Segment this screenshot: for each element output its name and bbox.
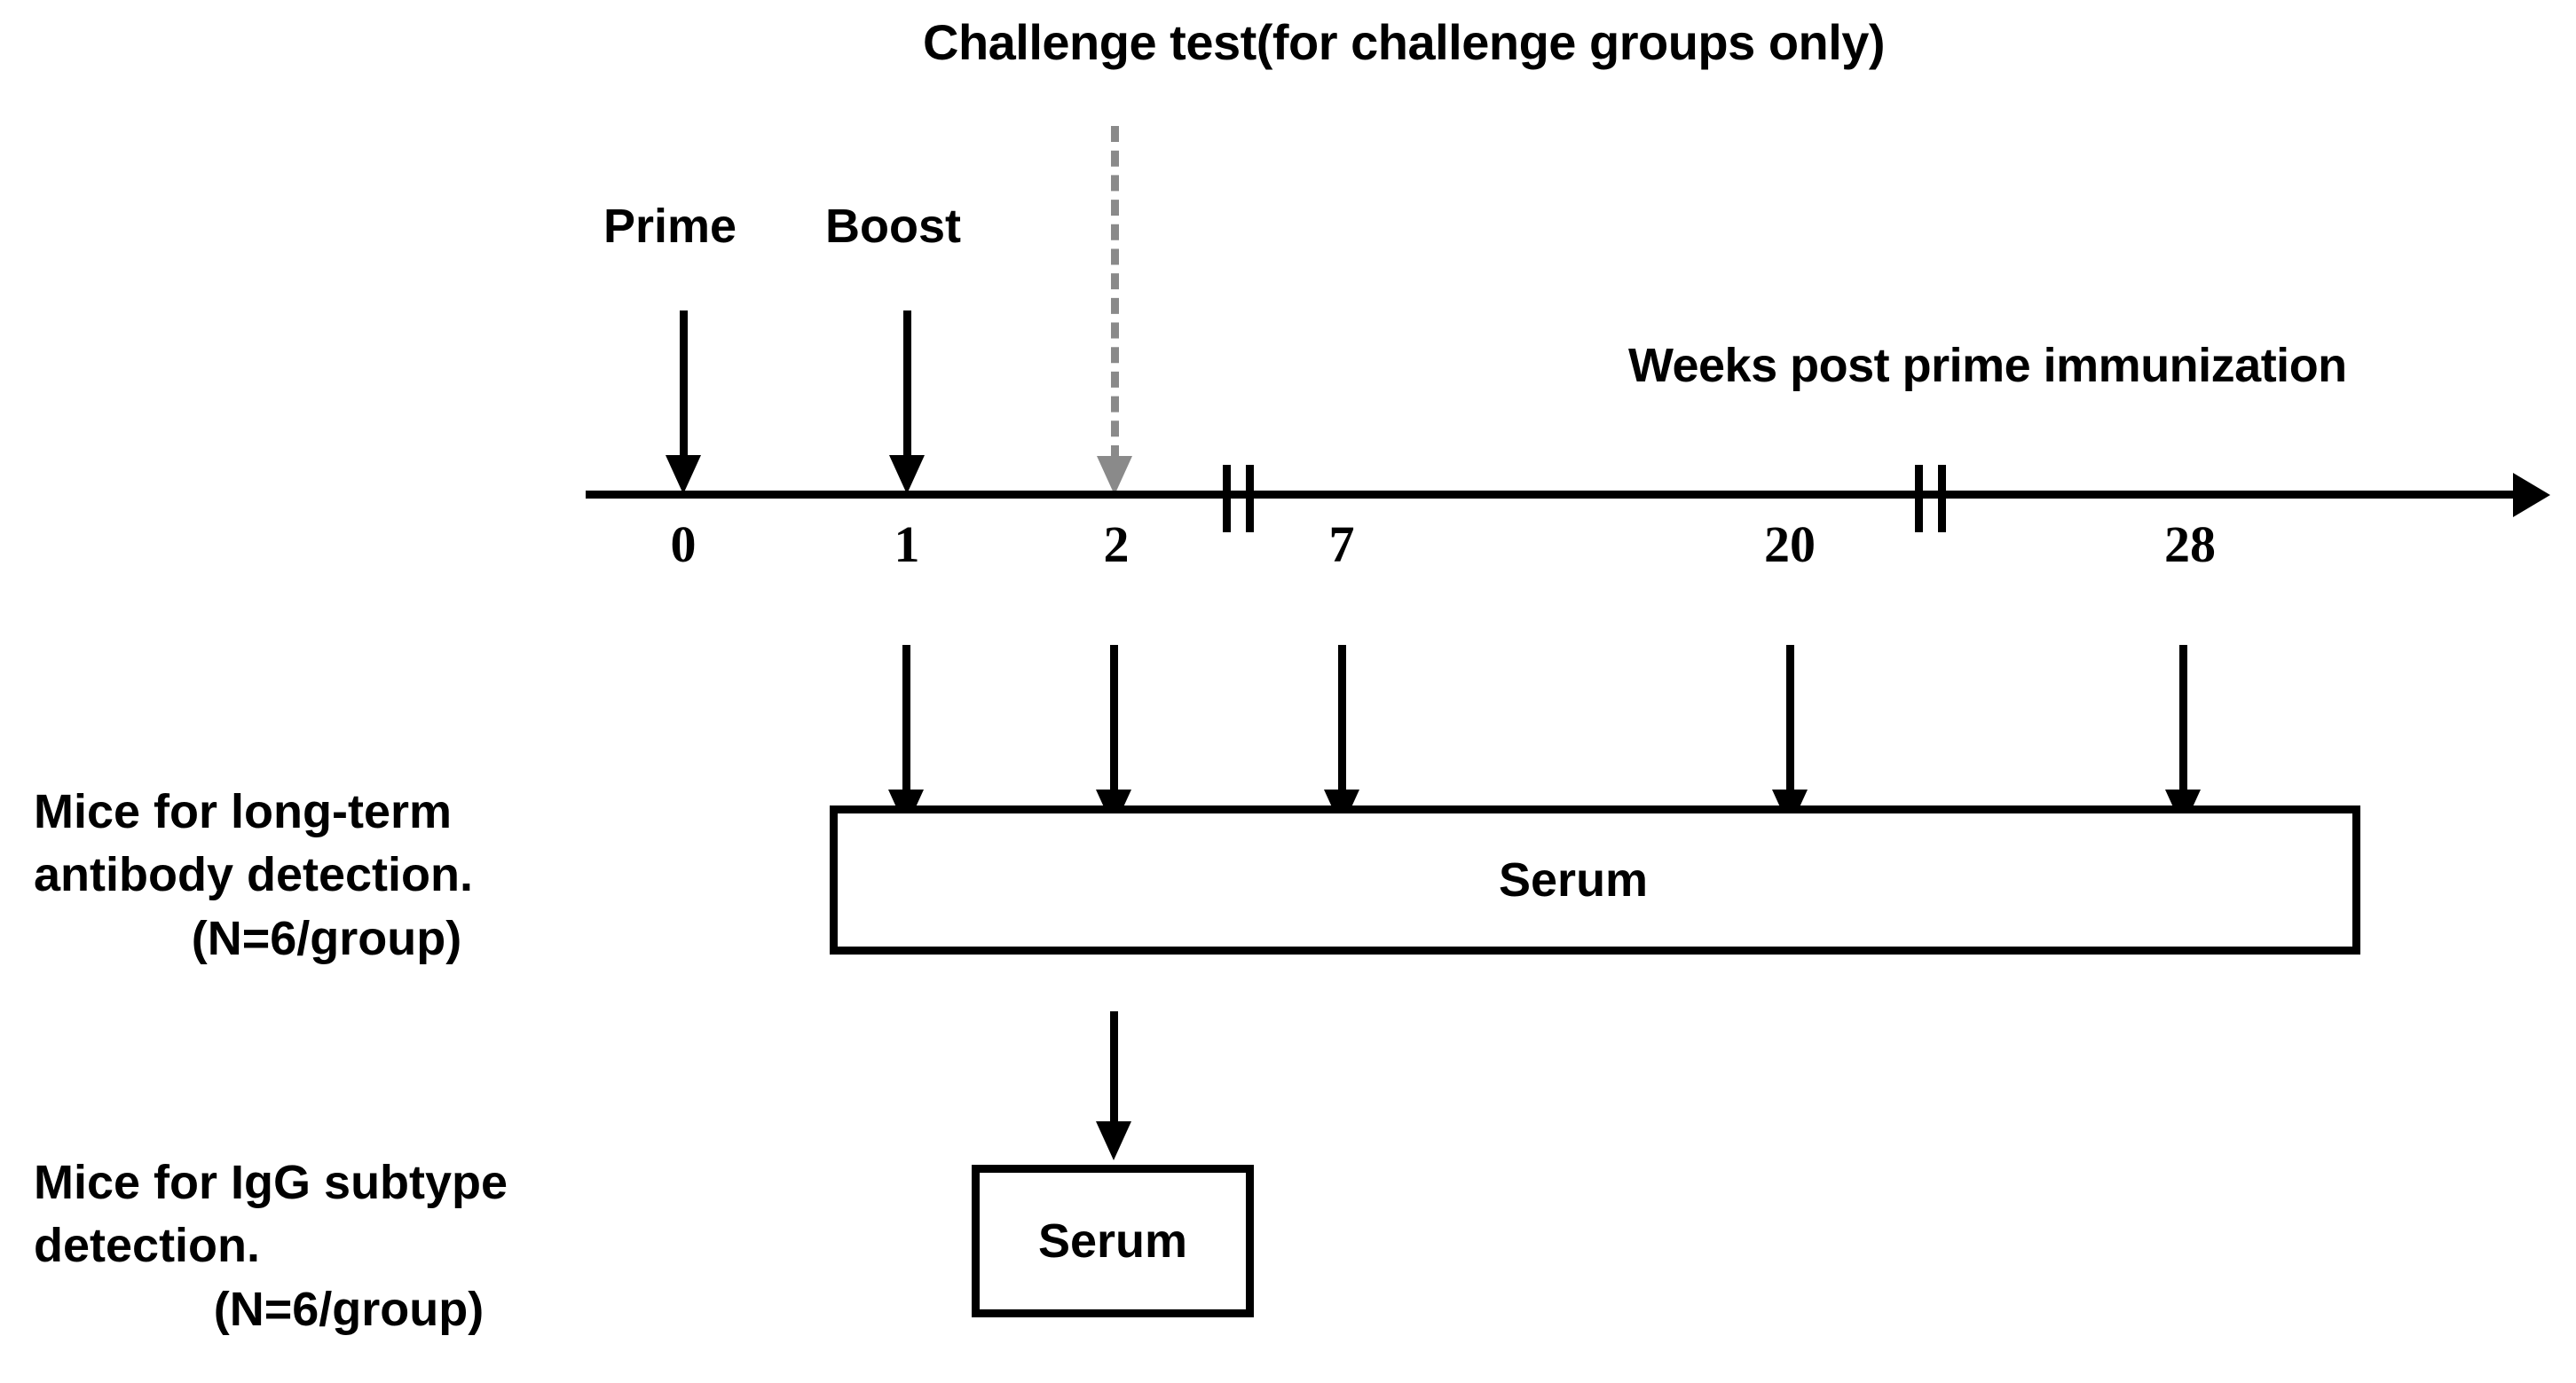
caption-line-2: antibody detection. bbox=[34, 848, 474, 902]
tick-week-7: 7 bbox=[1328, 515, 1355, 573]
axis-break-mark-2b bbox=[1938, 465, 1946, 532]
timeline-arrowhead bbox=[2513, 473, 2550, 517]
group-caption-long-term-antibody: Mice for long-term antibody detection. (… bbox=[34, 781, 619, 970]
timeline-axis bbox=[586, 491, 2525, 499]
tick-week-2: 2 bbox=[1103, 515, 1130, 573]
serum-box-label: Serum bbox=[1037, 1214, 1188, 1268]
tick-week-1: 1 bbox=[894, 515, 920, 573]
caption-line-3: (N=6/group) bbox=[213, 1282, 484, 1336]
caption-line-2: detection. bbox=[34, 1219, 261, 1273]
axis-break-mark-1b bbox=[1246, 465, 1254, 532]
axis-label: Weeks post prime immunization bbox=[1628, 339, 2347, 392]
serum-box-igg-subtype: Serum bbox=[972, 1165, 1254, 1317]
tick-week-20: 20 bbox=[1764, 515, 1816, 573]
prime-label: Prime bbox=[603, 200, 737, 253]
axis-break-mark-1a bbox=[1223, 465, 1231, 532]
axis-break-mark-2a bbox=[1915, 465, 1923, 532]
boost-label: Boost bbox=[825, 200, 961, 253]
caption-line-1: Mice for IgG subtype bbox=[34, 1156, 508, 1209]
serum-box-long-term: Serum bbox=[830, 805, 2360, 955]
group-caption-igg-subtype: Mice for IgG subtype detection. (N=6/gro… bbox=[34, 1151, 637, 1341]
caption-line-1: Mice for long-term bbox=[34, 785, 453, 838]
serum-box-label: Serum bbox=[1499, 853, 1649, 907]
challenge-test-title: Challenge test(for challenge groups only… bbox=[923, 14, 1886, 70]
tick-week-28: 28 bbox=[2164, 515, 2216, 573]
tick-week-0: 0 bbox=[670, 515, 697, 573]
caption-line-3: (N=6/group) bbox=[191, 911, 462, 965]
